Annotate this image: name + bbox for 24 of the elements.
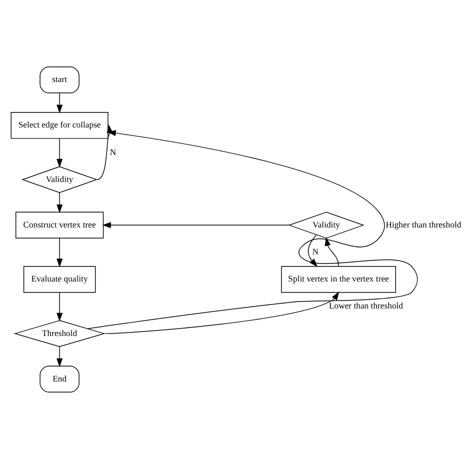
edge-label: N	[312, 246, 319, 257]
arrow	[56, 92, 63, 114]
edge-label: Lower than threshold	[328, 300, 404, 311]
arrow	[56, 346, 63, 368]
node-diamond: Threshold	[14, 320, 106, 347]
arrow	[56, 238, 63, 268]
node-box: Evaluate quality	[23, 266, 96, 293]
arrow	[56, 292, 63, 322]
arrow	[56, 138, 63, 168]
arrow	[308, 234, 318, 267]
node-box: start	[40, 66, 80, 94]
node-diamond: Validity	[288, 212, 364, 239]
arrow	[102, 222, 290, 228]
arrow	[56, 192, 63, 214]
node-box: Construct vertex tree	[15, 212, 104, 239]
arrow	[87, 130, 418, 330]
node-box: Select edge for collapse	[10, 112, 108, 139]
node-box: End	[40, 366, 80, 392]
arrow	[104, 291, 340, 334]
edge-label: N	[110, 146, 116, 157]
node-diamond: Validity	[21, 166, 98, 194]
edge-label: Higher than threshold	[386, 219, 462, 230]
arrow	[324, 237, 339, 267]
node-box: Split vertex in the vertex tree	[281, 266, 396, 293]
